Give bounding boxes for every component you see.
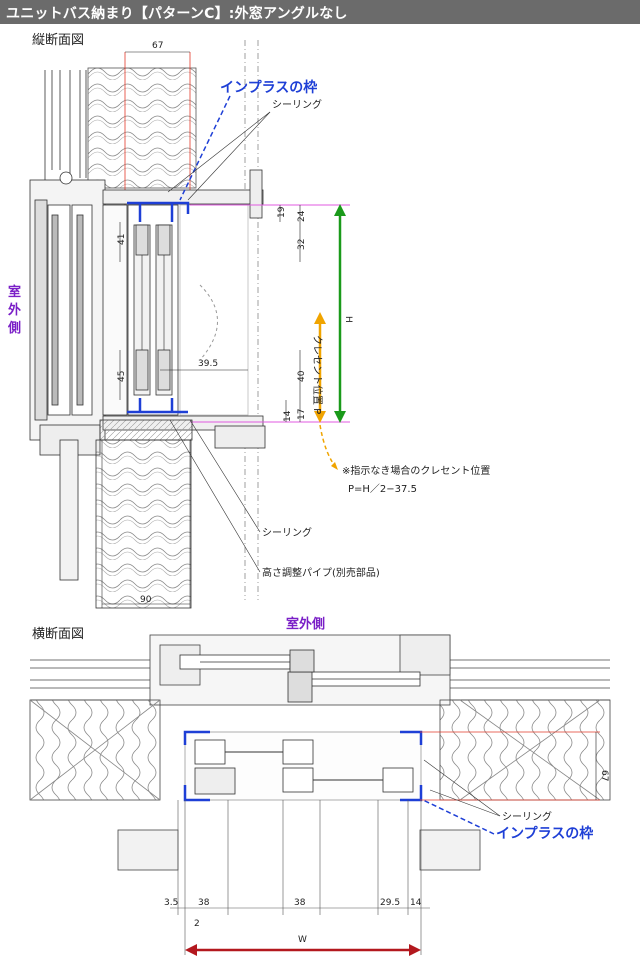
side-walls <box>29 699 611 871</box>
sill-area <box>102 169 266 449</box>
dim-38-b: 38 <box>294 898 306 908</box>
height-pipe-label: 高さ調整パイプ(別売部品) <box>262 566 380 579</box>
header-bar: ユニットバス納まり【パターンC】:外窓アングルなし <box>0 0 640 24</box>
dim-40: 40 <box>297 370 307 382</box>
vertical-dims <box>119 205 301 422</box>
dim-32: 32 <box>297 239 307 250</box>
dim-39-5: 39.5 <box>198 359 218 369</box>
dim-29-5: 29.5 <box>380 898 400 908</box>
crescent-label: クレセント位置 P <box>311 335 324 414</box>
dim-19: 19 <box>277 206 287 218</box>
dim-67-label: 67 <box>152 41 163 51</box>
sealing-horizontal-label: シーリング <box>502 810 552 823</box>
outside-label-horizontal: 室外側 <box>286 616 325 632</box>
height-label: H <box>343 316 353 323</box>
horizontal-section: 横断面図 室外側 <box>29 616 611 956</box>
dim-67-h-label: 67 <box>599 770 609 781</box>
inplus-leader-vertical <box>179 95 231 201</box>
width-label: W <box>298 935 307 945</box>
dim-45: 45 <box>117 371 127 382</box>
inplus-frame-label-horizontal: インプラスの枠 <box>496 825 593 842</box>
outside-label-vertical-1: 室 <box>8 284 21 300</box>
extension-lines <box>170 800 430 955</box>
crescent-note-line2: P=H／2−37.5 <box>348 483 417 495</box>
sealing-bottom-leader <box>189 419 261 533</box>
wall-structure-bottom <box>59 419 193 609</box>
outside-label-vertical-2: 外 <box>7 302 21 318</box>
exterior-layers <box>30 634 610 706</box>
dim-17: 17 <box>297 409 307 420</box>
inplus-frame-highlight-vertical <box>127 201 190 414</box>
header-title: ユニットバス納まり【パターンC】:外窓アングルなし <box>6 6 348 22</box>
outside-label-vertical-3: 側 <box>7 320 21 336</box>
dim-2: 2 <box>194 919 200 929</box>
height-arrow: H <box>334 204 353 423</box>
sealing-horizontal-leader <box>423 759 501 817</box>
crescent-arrow: クレセント位置 P <box>311 312 339 471</box>
outer-window-frame <box>29 171 106 456</box>
dim-41: 41 <box>117 234 127 245</box>
dim-bottom-90: 90 <box>101 440 191 608</box>
dim-14-h: 14 <box>410 898 422 908</box>
swing-arc <box>199 284 218 361</box>
inplus-frame-horizontal <box>183 730 423 802</box>
inplus-frame-label-vertical: インプラスの枠 <box>220 79 317 96</box>
inplus-leader-horizontal <box>422 799 495 835</box>
width-arrow: W <box>185 935 421 956</box>
outer-window-sashes <box>179 649 421 703</box>
dim-14: 14 <box>283 410 293 422</box>
inplus-sash <box>127 204 179 416</box>
vertical-section-title: 縦断面図 <box>32 33 84 48</box>
sealing-bottom-label: シーリング <box>262 526 312 539</box>
dim-24: 24 <box>297 210 307 222</box>
horizontal-section-title: 横断面図 <box>32 627 84 642</box>
crescent-note-line1: ※指示なき場合のクレセント位置 <box>342 464 490 477</box>
dim-3-5: 3.5 <box>164 898 178 908</box>
reference-lines <box>190 204 350 423</box>
sealing-top-label: シーリング <box>272 98 322 111</box>
height-pipe-leader <box>169 419 261 573</box>
vertical-section: 縦断面図 67 <box>7 33 490 609</box>
dim-38-a: 38 <box>198 898 210 908</box>
dim-90-label: 90 <box>140 595 152 605</box>
sealing-top-leader <box>167 111 271 201</box>
dim-67-horizontal: 67 <box>420 731 609 801</box>
